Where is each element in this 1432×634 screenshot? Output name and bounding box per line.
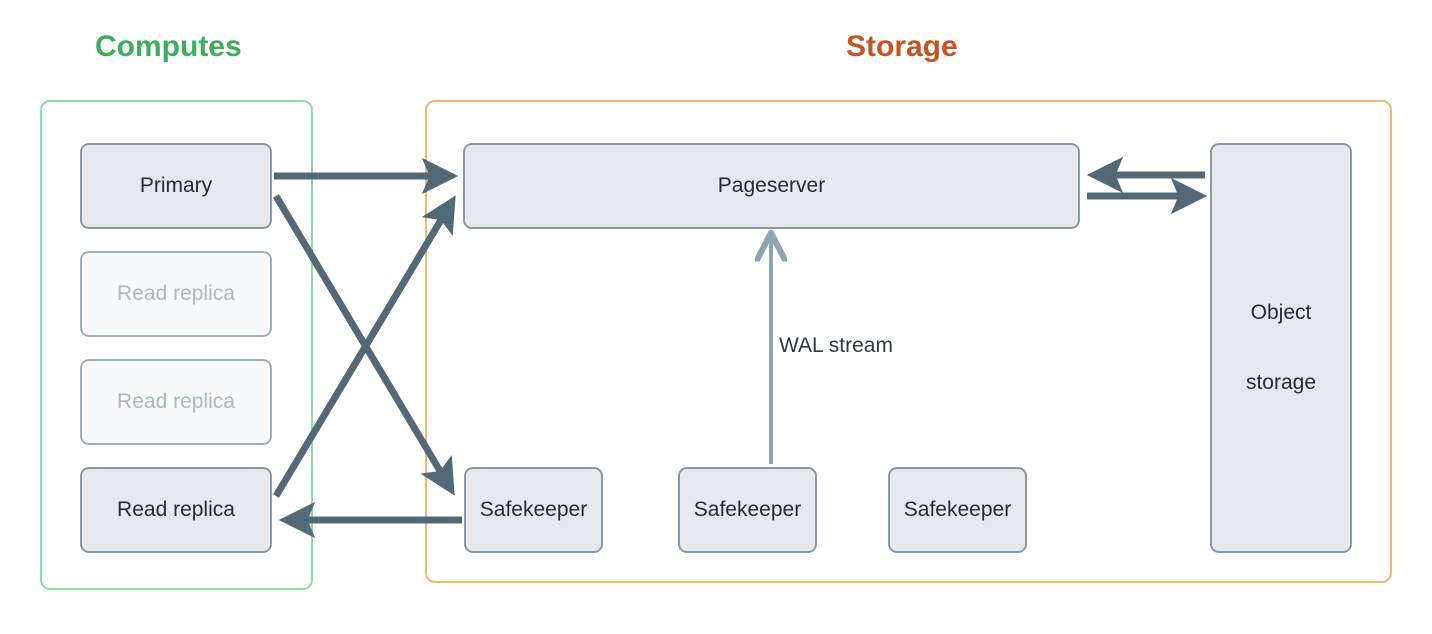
node-read-replica-1[interactable]: Read replica (80, 251, 272, 337)
node-read-replica-2[interactable]: Read replica (80, 359, 272, 445)
node-safekeeper-2[interactable]: Safekeeper (678, 467, 817, 553)
node-primary[interactable]: Primary (80, 143, 272, 229)
object-storage-label-line1: Object (1250, 300, 1312, 324)
node-safekeeper-3[interactable]: Safekeeper (888, 467, 1027, 553)
node-read-replica-3[interactable]: Read replica (80, 467, 272, 553)
computes-group-title: Computes (95, 30, 242, 63)
object-storage-label-line2: storage (1245, 371, 1317, 394)
storage-group-title: Storage (846, 30, 958, 63)
node-object-storage[interactable]: Object storage (1210, 143, 1352, 553)
wal-stream-label: WAL stream (779, 334, 893, 357)
node-pageserver[interactable]: Pageserver (463, 143, 1080, 229)
node-safekeeper-1[interactable]: Safekeeper (464, 467, 603, 553)
